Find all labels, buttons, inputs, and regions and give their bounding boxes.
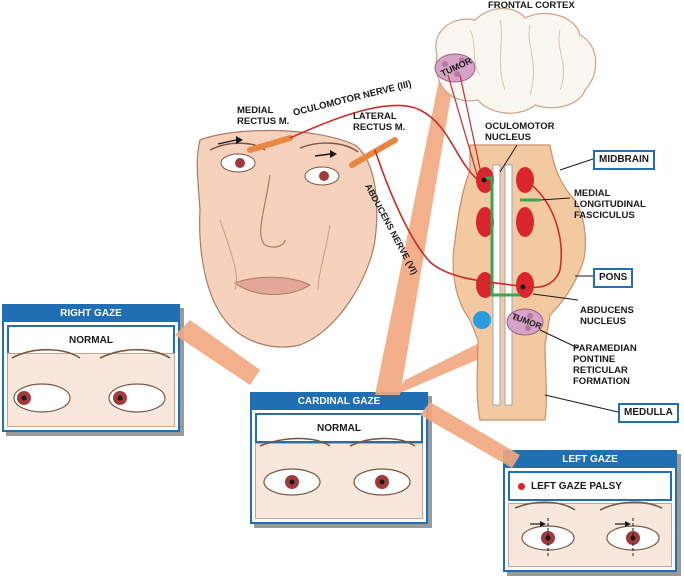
cardinal-gaze-status: NORMAL [255,413,423,443]
nerve-paths [289,74,563,289]
left-gaze-status: LEFT GAZE PALSY [508,471,672,501]
abducens-nucleus-label-2: NUCLEUS [580,316,626,327]
frontal-cortex-label: FRONTAL CORTEX [488,0,575,11]
right-gaze-eyes [11,348,171,413]
lateral-rectus-label-2: RECTUS M. [353,122,406,133]
left-gaze-panel: LEFT GAZE LEFT GAZE PALSY [503,450,677,572]
lateral-rectus-label-1: LATERAL [353,111,397,122]
brainstem-shape [452,144,586,421]
right-gaze-title: RIGHT GAZE [4,306,178,322]
mlf-label-1: MEDIAL [574,188,611,199]
medulla-label: MEDULLA [618,403,679,423]
oculomotor-nucleus-label-2: NUCLEUS [485,132,531,143]
oculomotor-nucleus-label-1: OCULOMOTOR [485,121,555,132]
left-gaze-status-text: LEFT GAZE PALSY [531,480,622,492]
midbrain-label: MIDBRAIN [593,150,655,170]
tumor-bottom-shape [506,308,544,336]
pons-label: PONS [593,268,634,288]
pprf-label-1: PARAMEDIAN [573,343,637,354]
pprf-label-3: RETICULAR [573,365,628,376]
mlf-label-2: LONGITUDINAL [574,199,646,210]
left-gaze-eyes [514,501,663,558]
pprf-label-2: PONTINE [573,354,616,365]
frontal-cortex-shape [435,7,597,114]
leader-lines [499,144,619,413]
face-illustration [196,129,398,348]
cardinal-gaze-eyes [259,437,416,496]
left-gaze-title: LEFT GAZE [505,452,675,468]
cardinal-gaze-title: CARDINAL GAZE [252,394,426,410]
mlf-label-3: FASCICULUS [574,210,635,221]
tumor-top-shape [434,53,476,83]
pprf-label-4: FORMATION [573,376,630,387]
medial-rectus-label-1: MEDIAL [237,105,274,116]
abducens-nucleus-label-1: ABDUCENS [580,305,634,316]
medial-rectus-label-2: RECTUS M. [237,116,290,127]
palsy-dot-icon [518,482,525,490]
